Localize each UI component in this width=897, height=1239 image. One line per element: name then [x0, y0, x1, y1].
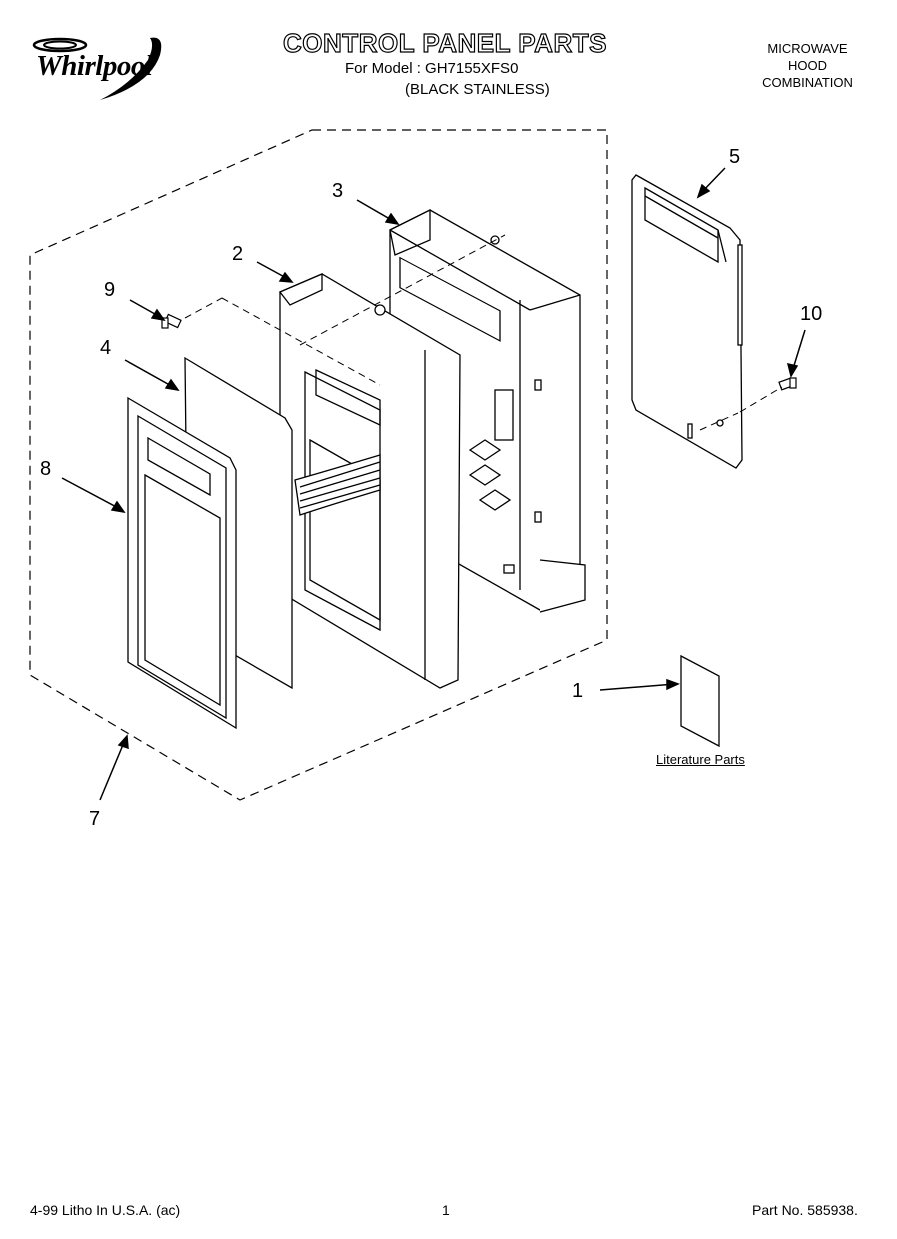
product-type-line: HOOD [788, 58, 827, 73]
product-type: MICROWAVE HOOD COMBINATION [745, 40, 870, 91]
callout-5: 5 [729, 146, 741, 168]
whirlpool-swirl-logo [32, 37, 162, 100]
part-8-front-panel [127, 396, 237, 730]
model-color: (BLACK STAINLESS) [405, 81, 550, 98]
part-number: Part No. 585938. [752, 1202, 858, 1218]
page-number: 1 [442, 1202, 450, 1218]
part-5-control-board [631, 174, 743, 469]
brand-logo-text: Whirlpool [36, 50, 153, 82]
callout-1: 1 [572, 680, 584, 702]
product-type-line: COMBINATION [762, 75, 853, 90]
alignment-lines [184, 234, 783, 431]
callout-9: 9 [104, 279, 116, 301]
part-1-literature [680, 654, 720, 748]
part-10-screw [778, 377, 797, 391]
part-9-screw [161, 313, 182, 329]
footer-print-info: 4-99 Litho In U.S.A. (ac) [30, 1202, 181, 1218]
page-title: CONTROL PANEL PARTS [282, 27, 607, 58]
part-2-frame [278, 273, 461, 689]
callout-2: 2 [232, 243, 244, 265]
literature-parts-label: Literature Parts [656, 752, 745, 767]
assembly-dashed-outline [29, 129, 608, 801]
leader-arrows [61, 167, 806, 801]
callout-8: 8 [40, 458, 52, 480]
callout-10: 10 [800, 303, 823, 325]
product-type-line: MICROWAVE [767, 41, 848, 56]
callout-4: 4 [100, 337, 112, 359]
callout-7: 7 [89, 808, 101, 830]
model-number: For Model : GH7155XFS0 [345, 60, 519, 77]
callout-3: 3 [332, 180, 344, 202]
